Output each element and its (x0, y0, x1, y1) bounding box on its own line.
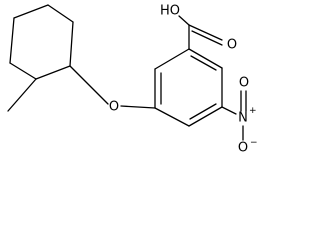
bond-benzene-2 (154, 48, 190, 70)
bond-cyclohexane-1 (13, 4, 49, 19)
bond-ring-to-nitro (221, 106, 237, 115)
nitro-oxygen-double-label: O (239, 76, 249, 91)
nitro-nitrogen-label: N (238, 111, 248, 126)
bond-benzene-3 (188, 48, 223, 69)
bond-cyclohexane-5 (9, 62, 37, 80)
bond-benzene-5 (188, 106, 223, 127)
bond-cyclohexane-2 (47, 4, 74, 23)
bond-carboxyl-to-hydroxyl (178, 15, 190, 26)
bond-cyclohexane-4 (35, 65, 71, 80)
bond-carbonyl-double-b (191, 30, 223, 46)
bond-benzene-3-inner (190, 55, 217, 71)
hydroxyl-label: HO (160, 4, 180, 19)
bond-cyclohexane-6 (9, 17, 15, 64)
molecule-diagram: O HO O N + O O − (7, 4, 258, 156)
nitro-oxygen-single-label: O (238, 141, 248, 156)
cyclohexane-ring (9, 4, 74, 80)
nitro-nitrogen-charge: + (249, 106, 257, 116)
nitro-oxygen-charge: − (250, 138, 258, 148)
bond-benzene-6 (154, 107, 190, 127)
bond-carbonyl-double-a (188, 24, 223, 41)
bond-methyl (7, 78, 37, 112)
bond-ring-to-ether-oxygen (69, 65, 109, 105)
bond-ether-oxygen-to-benzene (120, 105, 156, 109)
bond-cyclohexane-3 (69, 21, 74, 67)
bond-benzene-5-inner (189, 103, 217, 120)
ether-oxygen-label: O (109, 100, 119, 115)
benzene-ring (154, 48, 223, 127)
carbonyl-oxygen-label: O (227, 38, 237, 53)
